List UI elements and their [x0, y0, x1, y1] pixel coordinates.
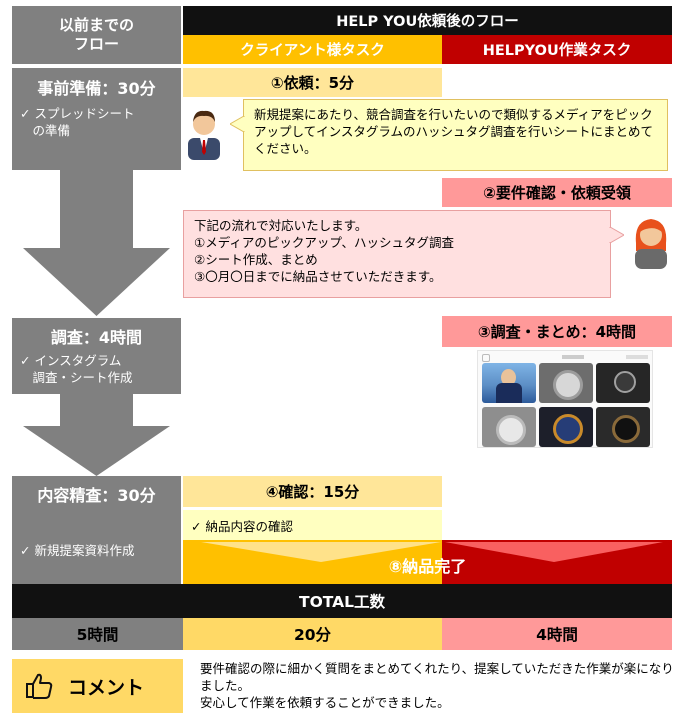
client-bubble-pointer [230, 116, 245, 132]
helpyou-response-bubble: 下記の流れで対応いたします。 ①メディアのピックアップ、ハッシュタグ調査 ②シー… [183, 210, 611, 298]
prev-step-research-detail: ✓ インスタグラム 調査・シート作成 [20, 353, 133, 385]
step-confirm-item: ✓ 納品内容の確認 [183, 510, 442, 540]
delivery-arrow-band [183, 540, 672, 584]
prev-step-review-title: 内容精査：30分 [37, 486, 156, 505]
prev-step-prep-detail: ✓ スプレッドシート の準備 [20, 106, 135, 138]
client-tasks-header: クライアント様タスク [183, 35, 442, 64]
delivery-complete-label: ⑧納品完了 [388, 557, 467, 576]
down-arrow-1 [23, 170, 170, 316]
prev-step-prep: 事前準備：30分 ✓ スプレッドシート の準備 [12, 68, 181, 170]
prev-step-research: 調査：4時間 ✓ インスタグラム 調査・シート作成 [12, 318, 181, 394]
woman-avatar-icon [630, 213, 672, 269]
prev-step-research-title: 調査：4時間 [50, 328, 143, 347]
prev-step-review-detail: ✓ 新規提案資料作成 [20, 543, 135, 558]
comment-text: 要件確認の際に細かく質問をまとめてくれたり、提案していただきた作業が楽になりまし… [200, 661, 674, 710]
helpyou-tasks-header: HELPYOU作業タスク [442, 35, 672, 64]
step-confirm-title: ④確認：15分 [183, 476, 442, 507]
step-research-title: ③調査・まとめ：4時間 [442, 316, 672, 347]
client-request-bubble: 新規提案にあたり、競合調査を行いたいので類似するメディアをピックアップしてインス… [243, 99, 668, 171]
step-request-title: ①依頼：5分 [183, 68, 442, 97]
man-avatar-icon [186, 106, 222, 160]
total-before: 5時間 [12, 618, 183, 650]
prev-step-prep-title: 事前準備：30分 [37, 79, 156, 98]
previous-flow-header: 以前までの フロー [12, 6, 181, 64]
total-header: TOTAL工数 [12, 584, 672, 618]
total-helpyou: 4時間 [442, 618, 672, 650]
prev-step-review: 内容精査：30分 ✓ 新規提案資料作成 [12, 476, 181, 584]
comment-box: コメント [12, 659, 183, 713]
helpyou-flow-header: HELP YOU依頼後のフロー [183, 6, 672, 35]
thumbs-up-icon [24, 671, 54, 701]
helpyou-bubble-pointer [609, 227, 624, 243]
instagram-screenshot-thumbnail [477, 350, 653, 448]
down-arrow-2 [23, 394, 170, 476]
total-client: 20分 [183, 618, 442, 650]
comment-label: コメント [68, 676, 145, 699]
step-requirements-title: ②要件確認・依頼受領 [442, 178, 672, 207]
